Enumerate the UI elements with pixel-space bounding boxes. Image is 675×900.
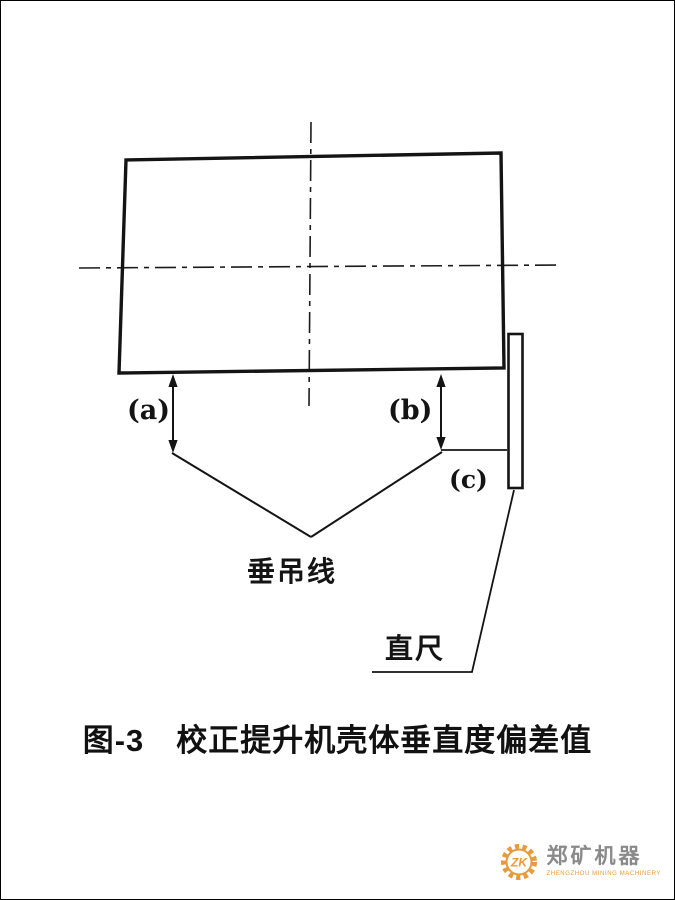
- shell-outline: [117, 151, 506, 375]
- dimension-label-b: (b): [388, 395, 433, 426]
- dimension-label-c: (c): [449, 465, 488, 494]
- ruler-label: 直尺: [385, 633, 446, 664]
- dimension-arrow-b: [436, 374, 446, 450]
- dimension-label-a: (a): [127, 395, 171, 426]
- ruler-leader-line: [372, 489, 515, 673]
- plumb-line-label: 垂吊线: [247, 556, 338, 587]
- company-logo: ZK 郑矿机器 ZHENGZHOU MINING MACHINERY: [497, 840, 662, 884]
- centerline-vertical: [308, 121, 312, 407]
- centerline-horizontal: [78, 264, 562, 269]
- logo-subtitle: ZHENGZHOU MINING MACHINERY: [546, 871, 661, 878]
- plumb-line-left: [171, 452, 312, 538]
- logo-monogram: ZK: [510, 856, 528, 870]
- figure-caption: 图-3 校正提升机壳体垂直度偏差值: [82, 723, 593, 758]
- dimension-arrow-a: [168, 374, 178, 453]
- plumb-line-right: [310, 451, 443, 538]
- gear-logo-icon: ZK: [500, 844, 537, 880]
- logo-company-name: 郑矿机器: [546, 845, 643, 869]
- ruler-shape: [507, 332, 524, 490]
